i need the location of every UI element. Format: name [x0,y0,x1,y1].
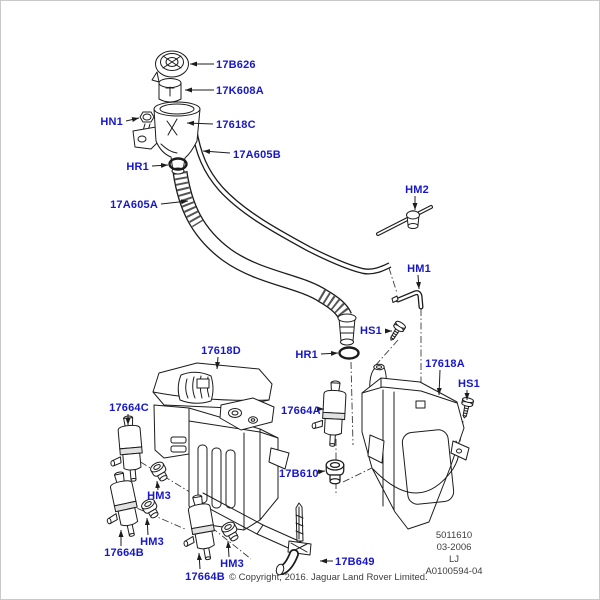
grommet-17B610 [325,459,345,485]
label-leader-nut [125,117,140,123]
bracket-tab [450,440,470,461]
part-label-hose-corrugated: 17A605A [110,199,158,211]
part-label-hose-thin: 17A605B [233,149,281,161]
part-label-oring-top: HR1 [126,161,149,173]
part-label-grommet-hm3-1: HM3 [147,490,171,502]
part-label-grommet-hm3-3: HM3 [220,558,244,570]
label-leader-pump-b2 [196,552,202,570]
part-label-filler-neck: 17618C [216,119,256,131]
part-label-reservoir-right: 17618A [425,358,465,370]
vent-port [415,400,426,409]
plate-drawing-ref: A0100594-04 [425,566,483,577]
clip-HM2 [376,205,433,236]
label-leader-hose-corrugated [160,199,189,205]
part-label-reservoir-left: 17618D [201,345,241,357]
level-sensor-17B649 [275,502,312,576]
part-label-level-sensor: 17B649 [335,556,375,568]
part-label-screw-right: HS1 [458,378,480,390]
reservoir-right-17618A [361,363,470,530]
part-label-oring-lower: HR1 [295,349,318,361]
part-label-pump-b1: 17664B [104,547,144,559]
label-leader-grommet-b610 [316,469,326,475]
plate-model-code: LJ [448,554,460,565]
part-label-nut: HN1 [100,116,123,128]
screw-HS1-left [385,319,407,344]
label-leader-oring-lower [320,350,339,356]
washer-pump-17664C [106,414,146,484]
copyright-text: © Copyright, 2016. Jaguar Land Rover Lim… [229,572,428,583]
part-label-screw-left: HS1 [360,325,382,337]
label-leader-hose-thin [202,149,231,155]
label-leader-grommet-hm3-3 [225,540,231,558]
drawing-plate: 5011610 03-2006 LJ A0100594-04 [406,530,502,578]
label-leader-reservoir-left [215,356,221,370]
part-label-pump-c: 17664C [109,402,149,414]
grommet-HM3-1 [148,459,172,484]
part-label-grommet-hm3-2: HM3 [140,536,164,548]
label-leader-oring-top [151,162,169,168]
part-label-pump-b2: 17664B [185,571,225,583]
o-ring-HR1-lower [338,346,360,360]
label-leader-reservoir-right [436,369,442,396]
part-label-inner-cap: 17K608A [216,85,264,97]
cap-17B626 [151,50,189,83]
label-leader-elbow-tube [416,274,421,290]
plate-number: 5011610 [435,530,473,541]
part-label-clip: HM2 [405,184,429,196]
reservoir-left-17618D [152,362,290,531]
washer-hose-17A605B [191,127,392,275]
labels-layer: 17B626 17K608A HN1 17618C HR1 17A605B 17A605A H… [100,59,480,583]
reservoir-outlet [268,447,290,470]
o-ring-HR1-top [168,157,188,171]
label-leader-grommet-hm3-1 [155,480,161,491]
part-label-pump-a: 17664A [281,405,321,417]
label-leader-filler-neck [186,120,214,126]
inner-cap-17K608A [158,78,182,103]
part-label-cap: 17B626 [216,59,256,71]
part-label-grommet-b610: 17B610 [279,468,319,480]
nut-HN1 [139,111,155,123]
plate-date: 03-2006 [436,542,472,553]
part-label-elbow-tube: HM1 [407,263,431,275]
elbow-tube-HM1 [391,290,424,310]
label-leader-grommet-hm3-2 [144,517,150,536]
